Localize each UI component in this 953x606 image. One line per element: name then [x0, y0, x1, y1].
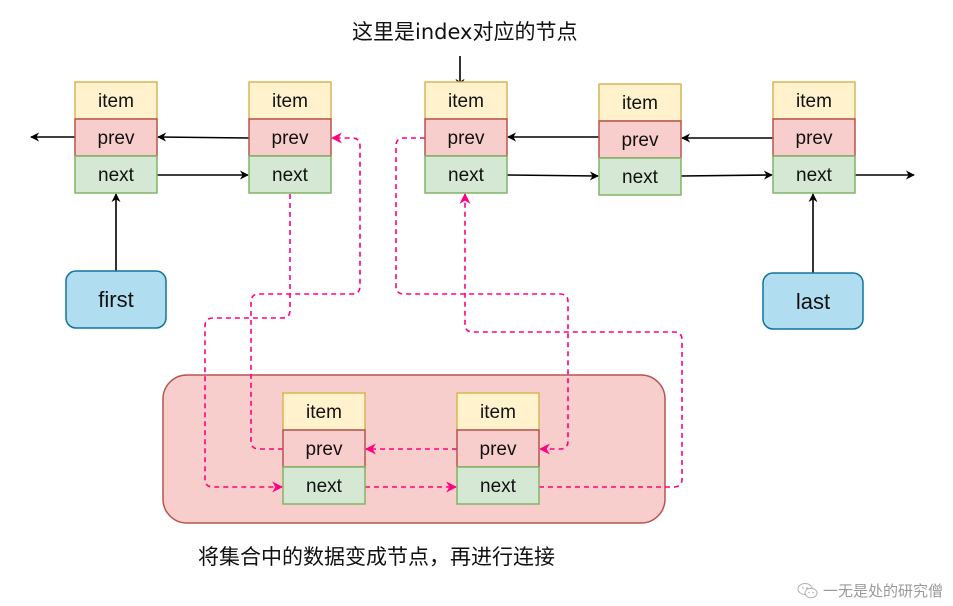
- new-node2-next-to-node3-link: [459, 192, 683, 488]
- node-3: item prev next: [424, 81, 508, 194]
- node-5-next-label: next: [796, 165, 833, 186]
- node-1-prev-cell: [74, 118, 158, 157]
- node-5-prev-label: prev: [796, 128, 833, 149]
- new-node-1: item prev next: [282, 392, 366, 505]
- node-3-item-label: item: [448, 91, 484, 112]
- node-3-prev-cell: [424, 118, 508, 157]
- new-node-1-item-cell: [282, 392, 366, 431]
- node-4-item-label: item: [622, 93, 658, 114]
- new-node-2-next-label: next: [480, 476, 517, 497]
- new-node-2: item prev next: [456, 392, 540, 505]
- new-node-1-prev-label: prev: [306, 439, 343, 460]
- new-node-2-item-label: item: [480, 402, 516, 423]
- first-pointer-box: [65, 270, 167, 329]
- node-1-next-label: next: [98, 165, 135, 186]
- index-node-caption: 这里是index对应的节点: [352, 20, 578, 44]
- node-2: item prev next: [248, 81, 332, 194]
- node-4-next-cell: [598, 157, 682, 196]
- new-node-2-prev-label: prev: [480, 439, 517, 460]
- new-node-1-item-label: item: [306, 402, 342, 423]
- node-5: item prev next: [772, 81, 856, 194]
- new-nodes-container: [162, 374, 666, 524]
- node-1-item-label: item: [98, 91, 134, 112]
- new-node-2-next-cell: [456, 466, 540, 505]
- node-3-next-label: next: [448, 165, 485, 186]
- node-1: item prev next: [74, 81, 158, 194]
- new-node-2-prev-cell: [456, 429, 540, 468]
- node-2-prev-label: prev: [272, 128, 309, 149]
- node-3-item-cell: [424, 81, 508, 120]
- node-5-next-cell: [772, 155, 856, 194]
- node-5-prev-cell: [772, 118, 856, 157]
- node-3-next-cell: [424, 155, 508, 194]
- new-links: [204, 132, 683, 493]
- node-2-item-label: item: [272, 91, 308, 112]
- node-2-prev-cell: [248, 118, 332, 157]
- node-3-prev-label: prev: [448, 128, 485, 149]
- new-node1-prev-to-node2-link: [250, 132, 361, 450]
- last-pointer: last: [762, 272, 864, 330]
- new-node-1-next-cell: [282, 466, 366, 505]
- node3-prev-to-new-node2-link: [395, 137, 569, 455]
- node-4: item prev next: [598, 83, 682, 196]
- last-pointer-box: [762, 272, 864, 330]
- last-pointer-label: last: [796, 289, 830, 314]
- node-5-item-cell: [772, 81, 856, 120]
- node-1-next-cell: [74, 155, 158, 194]
- node-2-next-cell: [248, 155, 332, 194]
- existing-links: [30, 56, 915, 273]
- node4-next-to-node5-arrow: [680, 170, 773, 180]
- node-4-next-label: next: [622, 167, 659, 188]
- new-node-1-next-label: next: [306, 476, 343, 497]
- first-pointer: first: [65, 270, 167, 329]
- nodes-layer: itemprevnextitemprevnextitemprevnextitem…: [74, 81, 856, 505]
- node2-prev-to-node1-arrow: [157, 132, 250, 142]
- node2-next-to-new-node1-link: [204, 194, 291, 493]
- first-pointer-label: first: [98, 287, 133, 312]
- node-1-prev-label: prev: [98, 128, 135, 149]
- node-4-prev-label: prev: [622, 130, 659, 151]
- node3-next-to-node4-arrow: [506, 171, 599, 181]
- node-4-item-cell: [598, 83, 682, 122]
- new-nodes-caption: 将集合中的数据变成节点，再进行连接: [198, 545, 555, 569]
- wechat-icon: [797, 582, 818, 598]
- node-2-next-label: next: [272, 165, 309, 186]
- node-2-item-cell: [248, 81, 332, 120]
- watermark-text: 一无是处的研究僧: [822, 582, 943, 600]
- node-5-item-label: item: [796, 91, 832, 112]
- new-node-2-item-cell: [456, 392, 540, 431]
- watermark: 一无是处的研究僧: [797, 580, 943, 601]
- node-1-item-cell: [74, 81, 158, 120]
